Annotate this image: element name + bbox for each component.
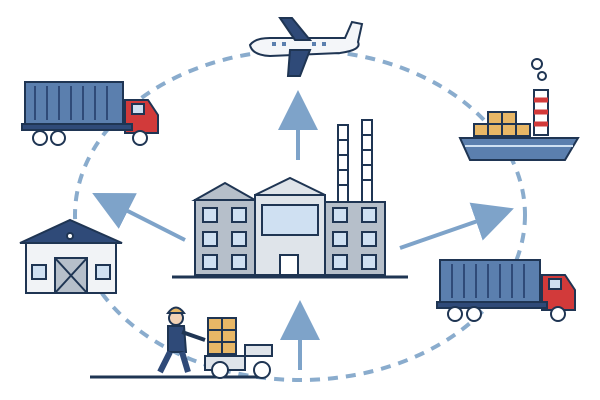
airplane-icon xyxy=(248,17,364,77)
container-truck-icon xyxy=(436,259,576,322)
warehouse-icon xyxy=(19,218,123,294)
cargo-ship-icon xyxy=(458,58,580,161)
factory-icon xyxy=(172,119,408,279)
forklift-worker-icon xyxy=(90,306,273,379)
arrow-left-icon xyxy=(92,192,186,242)
arrow-right-icon xyxy=(399,202,514,250)
container-truck-icon xyxy=(21,81,159,146)
flow-arrows xyxy=(92,90,514,370)
